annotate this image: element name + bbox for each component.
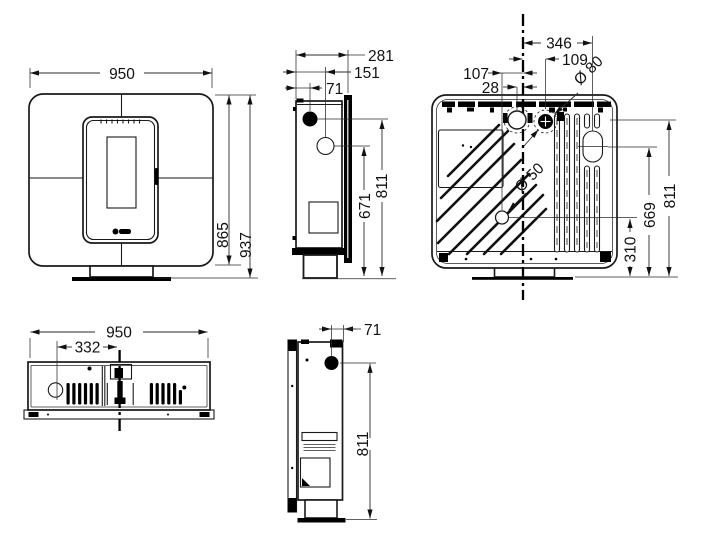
side-pedestal xyxy=(302,254,338,279)
front-door xyxy=(82,116,159,244)
side2-vent-slot xyxy=(301,431,338,442)
dim-side-flue-offset: 71 xyxy=(326,81,343,98)
side-opening xyxy=(308,201,339,234)
dim-rear-flue-offset: 109 xyxy=(562,52,588,69)
rear-top-frame xyxy=(442,101,611,107)
dim-front-overall-height: 937 xyxy=(238,232,255,258)
top-left-grille xyxy=(66,383,99,405)
dim-rear-duct-offset: 346 xyxy=(546,36,572,53)
door-top-vents xyxy=(100,119,141,124)
dim-rear-hole-height: 310 xyxy=(623,236,640,262)
top-view: 950 332 xyxy=(23,325,215,433)
hopper-latch xyxy=(109,363,133,380)
air-inlet-side xyxy=(316,136,335,156)
front-pedestal xyxy=(89,265,154,278)
dim-top-flue-offset: 332 xyxy=(75,340,101,357)
front-base-plate xyxy=(72,277,171,281)
dim-front-body-height: 865 xyxy=(215,222,232,248)
right-side-view: 71 811 xyxy=(287,322,381,523)
dim-side-flue-height: 811 xyxy=(374,174,391,199)
dim-rear-inlet-offset: 28 xyxy=(482,80,499,97)
rear-hole-circle xyxy=(494,210,510,225)
door-hinge-mark xyxy=(154,168,159,185)
side2-pedestal xyxy=(304,499,338,519)
flue-outlet-side2 xyxy=(324,356,339,370)
dim-rear-hole-offset: 107 xyxy=(463,66,489,83)
side-body-outline xyxy=(295,100,343,249)
side2-base-plate xyxy=(297,518,346,523)
rear-inlet-circle xyxy=(507,110,527,130)
dim-side2-flue-height: 811 xyxy=(355,432,372,457)
rear-hatch-panel xyxy=(435,123,548,256)
dim-side-air-offset: 151 xyxy=(354,65,380,82)
side2-opening xyxy=(299,457,331,488)
rear-view: Ø 80 Ø 50 346 109 107 28 310 669 xyxy=(431,14,679,300)
left-side-view: 281 151 71 671 811 xyxy=(283,48,396,280)
top-right-grille xyxy=(149,383,182,405)
flue-outlet-side xyxy=(302,111,318,127)
dim-side-air-height: 671 xyxy=(357,193,374,219)
dim-rear-flue-height: 811 xyxy=(662,184,679,209)
door-window xyxy=(106,136,137,209)
dim-front-width: 950 xyxy=(109,66,135,83)
dim-top-width: 950 xyxy=(106,325,132,342)
dim-side2-flue-offset: 71 xyxy=(364,322,381,339)
front-view: 950 865 937 xyxy=(28,66,258,281)
brand-logo xyxy=(112,228,119,235)
back-panel-2 xyxy=(287,339,298,513)
dim-rear-duct-height: 669 xyxy=(642,202,659,228)
top-flue-circle xyxy=(47,382,64,398)
front-body-outline xyxy=(28,93,214,267)
dim-side-depth: 281 xyxy=(368,48,394,65)
